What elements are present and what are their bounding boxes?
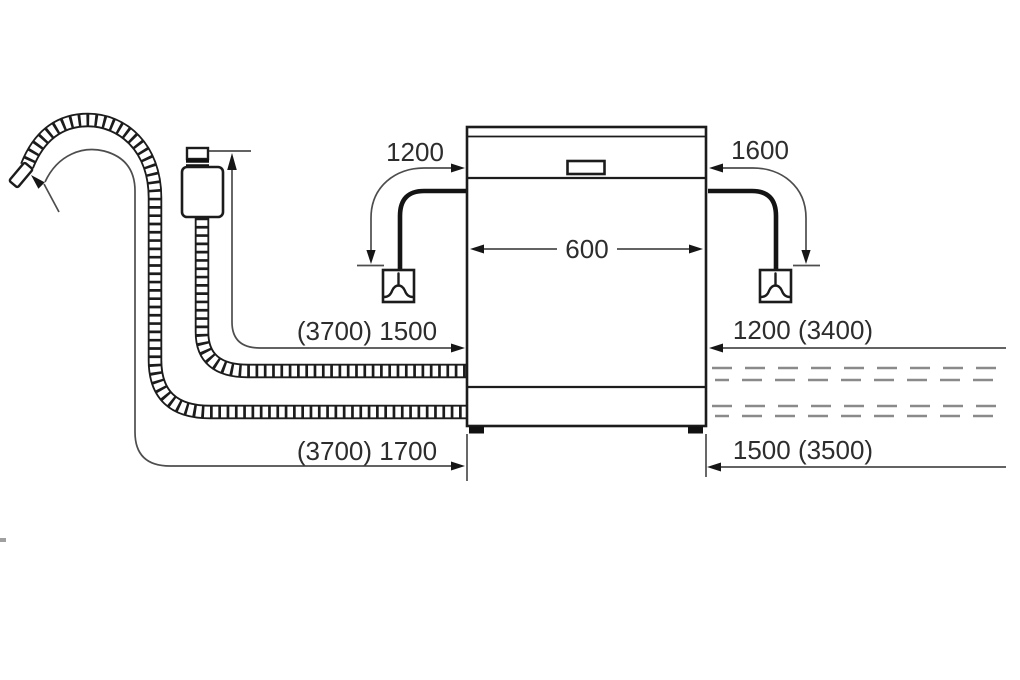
power-cord-right [708, 188, 779, 269]
label-power-cord-left: 1200 [386, 137, 444, 167]
power-cord-left [397, 188, 466, 269]
tap-connector-nut [185, 146, 210, 161]
left-foot [469, 426, 484, 434]
label-drain-hose-left: (3700) 1700 [297, 436, 437, 466]
water-supply-hose [194, 212, 468, 379]
width-dimension: 600 [470, 234, 703, 264]
label-drain-hose-right: 1500 (3500) [733, 435, 873, 465]
power-outlet-left-icon [381, 268, 416, 304]
door-handle [566, 159, 606, 176]
drain-hose [8, 112, 468, 420]
dimension-labels: 1200 1600 (3700) 1500 1200 (3400) (3700)… [297, 135, 873, 466]
valve-body [180, 165, 225, 219]
dashed-hose-continuation [712, 366, 1006, 418]
label-supply-hose-left: (3700) 1500 [297, 316, 437, 346]
dishwasher: 600 [465, 125, 708, 434]
aquastop-valve [180, 146, 225, 219]
drain-hose-outlet-fitting [8, 161, 34, 189]
label-power-cord-right: 1600 [731, 135, 789, 165]
power-outlet-right-icon [758, 268, 793, 304]
edge-artifact [0, 538, 6, 542]
label-supply-hose-right: 1200 (3400) [733, 315, 873, 345]
width-label: 600 [565, 234, 608, 264]
dimension-lines [31, 148, 1006, 481]
right-foot [688, 426, 703, 434]
